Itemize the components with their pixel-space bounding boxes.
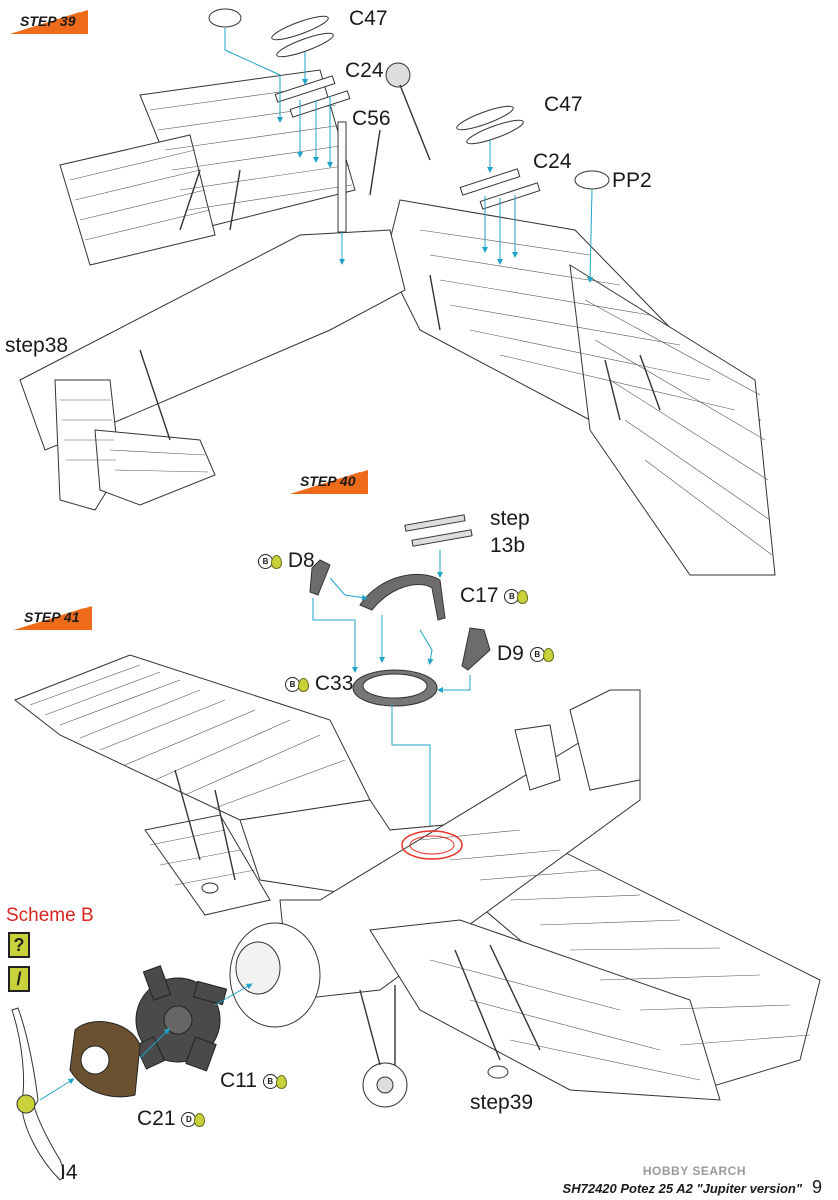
label-c11: C11 B	[220, 1070, 287, 1091]
label-c17: C17 B	[460, 584, 529, 607]
step-40-label: STEP 40	[300, 473, 356, 489]
label-i4: I4	[60, 1161, 78, 1184]
label-step13b-line2: 13b	[490, 534, 526, 557]
label-d8-text: D8	[287, 549, 315, 572]
paint-drop-icon	[542, 648, 554, 662]
step-40-tag: STEP 40	[290, 470, 368, 494]
label-c21-text: C21	[137, 1107, 176, 1130]
step-tag-shape	[290, 470, 368, 494]
label-pp2: PP2	[612, 169, 652, 192]
paint-drop-icon	[194, 1113, 206, 1127]
label-c24-right: C24	[533, 150, 572, 173]
label-step38-ref: step38	[5, 334, 69, 357]
question-icon: ?	[8, 932, 30, 958]
footer-title: SH72420 Potez 25 A2 "Jupiter version"	[562, 1181, 802, 1196]
step-tag-shape	[14, 606, 92, 630]
scheme-label: Scheme B	[6, 905, 94, 926]
label-c17-text: C17	[460, 584, 499, 607]
step-41-tag: STEP 41	[14, 606, 92, 630]
label-d8: B D8	[258, 550, 315, 571]
label-c11-text: C11	[220, 1069, 257, 1092]
label-c47-right: C47	[544, 93, 583, 116]
slash-icon: /	[8, 966, 30, 992]
watermark: HOBBY SEARCH	[642, 1164, 746, 1178]
step-tag-shape	[10, 10, 88, 34]
label-c56: C56	[352, 107, 391, 130]
step-39-label: STEP 39	[20, 13, 76, 29]
paint-drop-icon	[298, 678, 309, 692]
paint-drop-icon	[517, 590, 529, 604]
label-d9-text: D9	[497, 642, 524, 665]
step39-aircraft	[19, 69, 776, 576]
label-c33: B C33	[285, 673, 353, 694]
step-41-label: STEP 41	[24, 609, 80, 625]
label-d9: D9 B	[497, 643, 554, 664]
paint-drop-icon	[271, 555, 282, 569]
page-number: 9	[811, 1177, 822, 1197]
step-39-tag: STEP 39	[10, 10, 88, 34]
paint-drop-icon	[275, 1075, 287, 1089]
label-c24-top: C24	[345, 59, 384, 82]
label-step13b-line1: step	[490, 507, 530, 530]
label-c33-text: C33	[314, 672, 354, 695]
label-step39-ref: step39	[470, 1091, 534, 1114]
label-c47-top: C47	[349, 7, 388, 30]
label-c21: C21 D	[137, 1107, 206, 1130]
